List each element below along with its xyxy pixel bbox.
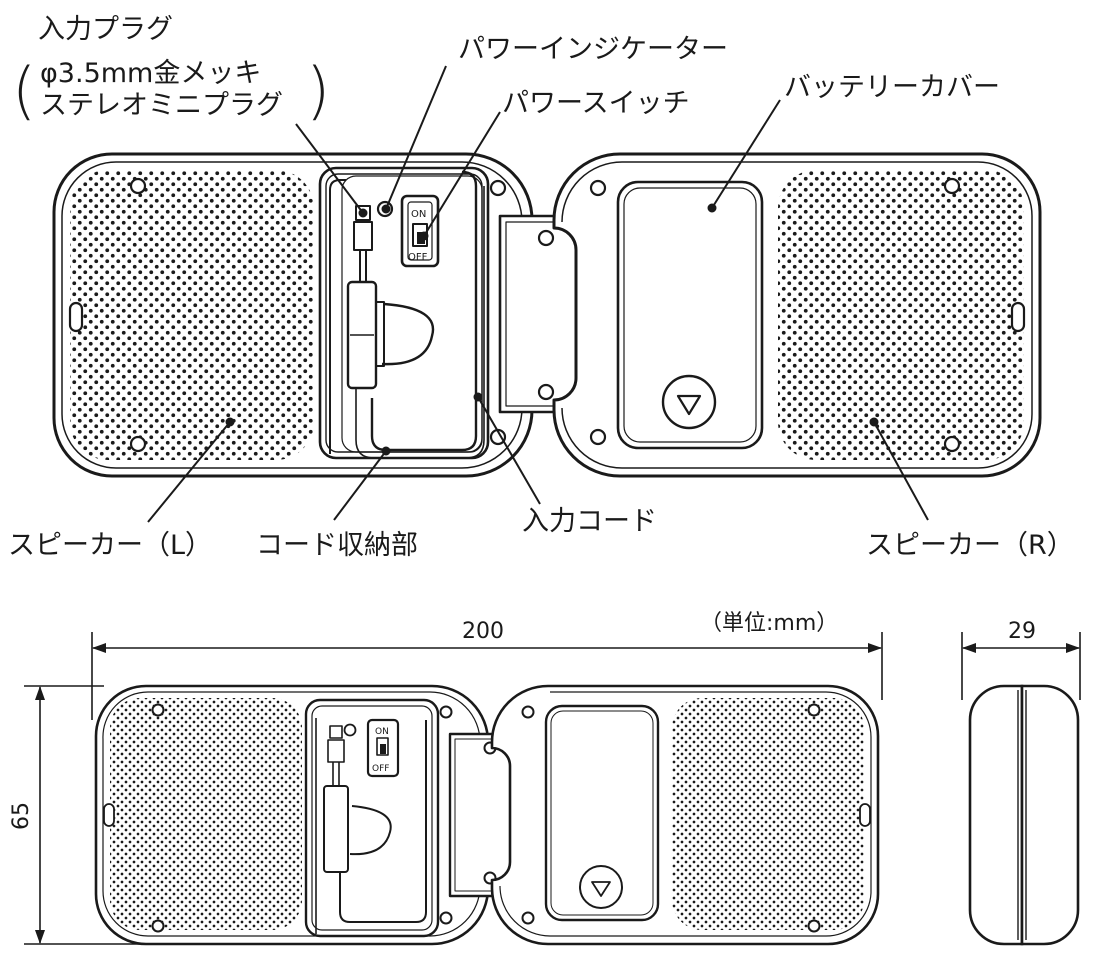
- top-view: [52, 152, 1042, 478]
- right-unit: [552, 152, 1042, 478]
- front-dimension-view: ON OFF: [94, 684, 880, 946]
- label-power-switch: パワースイッチ: [502, 88, 690, 119]
- label-input-plug: 入力プラグ: [38, 14, 173, 45]
- switch-on-label: ON: [411, 209, 426, 220]
- dim-unit-note: （単位:mm）: [700, 611, 838, 636]
- labels: 入力プラグ ( ) φ3.5mm金メッキ ステレオミニプラグ パワーインジケータ…: [8, 14, 1074, 561]
- label-battery-cover: バッテリーカバー: [784, 72, 1000, 103]
- label-input-plug-spec-1: φ3.5mm金メッキ: [40, 58, 261, 89]
- paren-open: (: [12, 54, 36, 127]
- label-power-indicator: パワーインジケーター: [458, 34, 728, 65]
- dimension-lines: [24, 632, 1081, 945]
- label-input-cord: 入力コード: [522, 506, 657, 537]
- down-triangle-icon: [676, 394, 702, 416]
- label-input-plug-spec-2: ステレオミニプラグ: [40, 90, 283, 121]
- speaker-grille-left: [70, 170, 314, 460]
- left-unit: [52, 152, 534, 478]
- dim-width: 200: [462, 619, 504, 644]
- battery-cover: [616, 180, 764, 450]
- label-speaker-left: スピーカー（L）: [8, 530, 212, 561]
- dim-height: 65: [9, 802, 34, 830]
- label-cord-storage: コード収納部: [256, 530, 418, 561]
- speaker-grille-right-small: [672, 698, 864, 930]
- leader-lines: [147, 65, 929, 523]
- switch-off-label-small: OFF: [372, 764, 389, 774]
- speaker-grille-left-small: [110, 698, 302, 930]
- switch-off-label: OFF: [408, 252, 428, 263]
- dimension-labels: 200 29 （単位:mm） 65: [9, 611, 1036, 830]
- switch-on-label-small: ON: [375, 727, 389, 737]
- side-view: [968, 684, 1080, 946]
- dim-depth: 29: [1008, 619, 1036, 644]
- down-triangle-icon-small: [591, 881, 611, 897]
- paren-close: ): [306, 54, 330, 127]
- speaker-grille-right: [778, 170, 1024, 460]
- label-speaker-right: スピーカー（R）: [866, 530, 1074, 561]
